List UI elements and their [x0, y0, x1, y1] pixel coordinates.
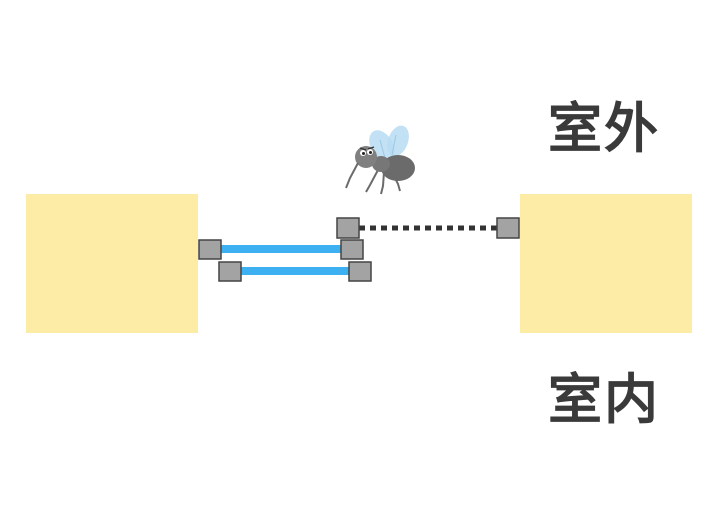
outdoor-label: 室外 [548, 97, 660, 160]
left-wall [26, 194, 198, 333]
handle-lower-sash-start [218, 261, 242, 282]
handle-screen-right [496, 217, 520, 239]
indoor-label: 室内 [548, 368, 660, 431]
handle-lower-sash-end [348, 261, 372, 282]
right-wall [520, 194, 692, 333]
handle-left-wall [198, 239, 222, 260]
handle-upper-sash-end [340, 239, 364, 260]
mosquito-icon [345, 125, 415, 195]
handle-screen-left [336, 217, 360, 239]
